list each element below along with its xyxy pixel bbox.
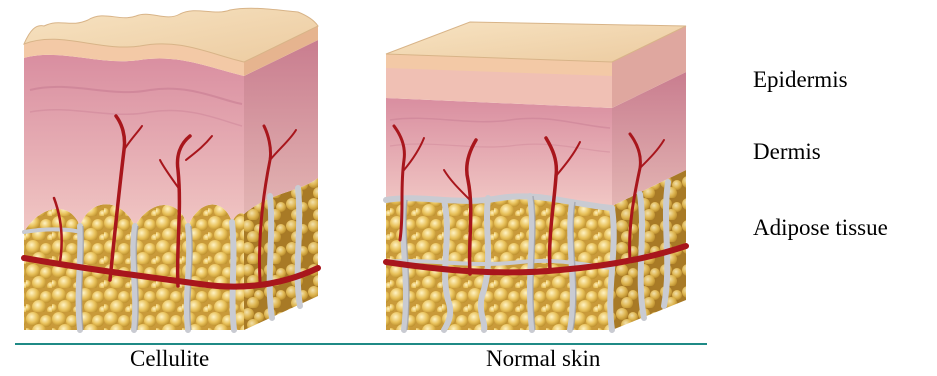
legend-dermis-label: Dermis (753, 139, 821, 165)
legend-epidermis-label: Epidermis (753, 67, 848, 93)
normal-skin-block (386, 22, 686, 330)
skin-blocks-illustration (0, 0, 937, 345)
caption-cellulite: Cellulite (130, 345, 209, 373)
caption-divider (15, 343, 707, 345)
cellulite-block (24, 8, 318, 330)
caption-normal-skin: Normal skin (486, 345, 600, 373)
normal-dermis-front (386, 98, 612, 206)
legend-adipose-label: Adipose tissue (753, 215, 888, 241)
